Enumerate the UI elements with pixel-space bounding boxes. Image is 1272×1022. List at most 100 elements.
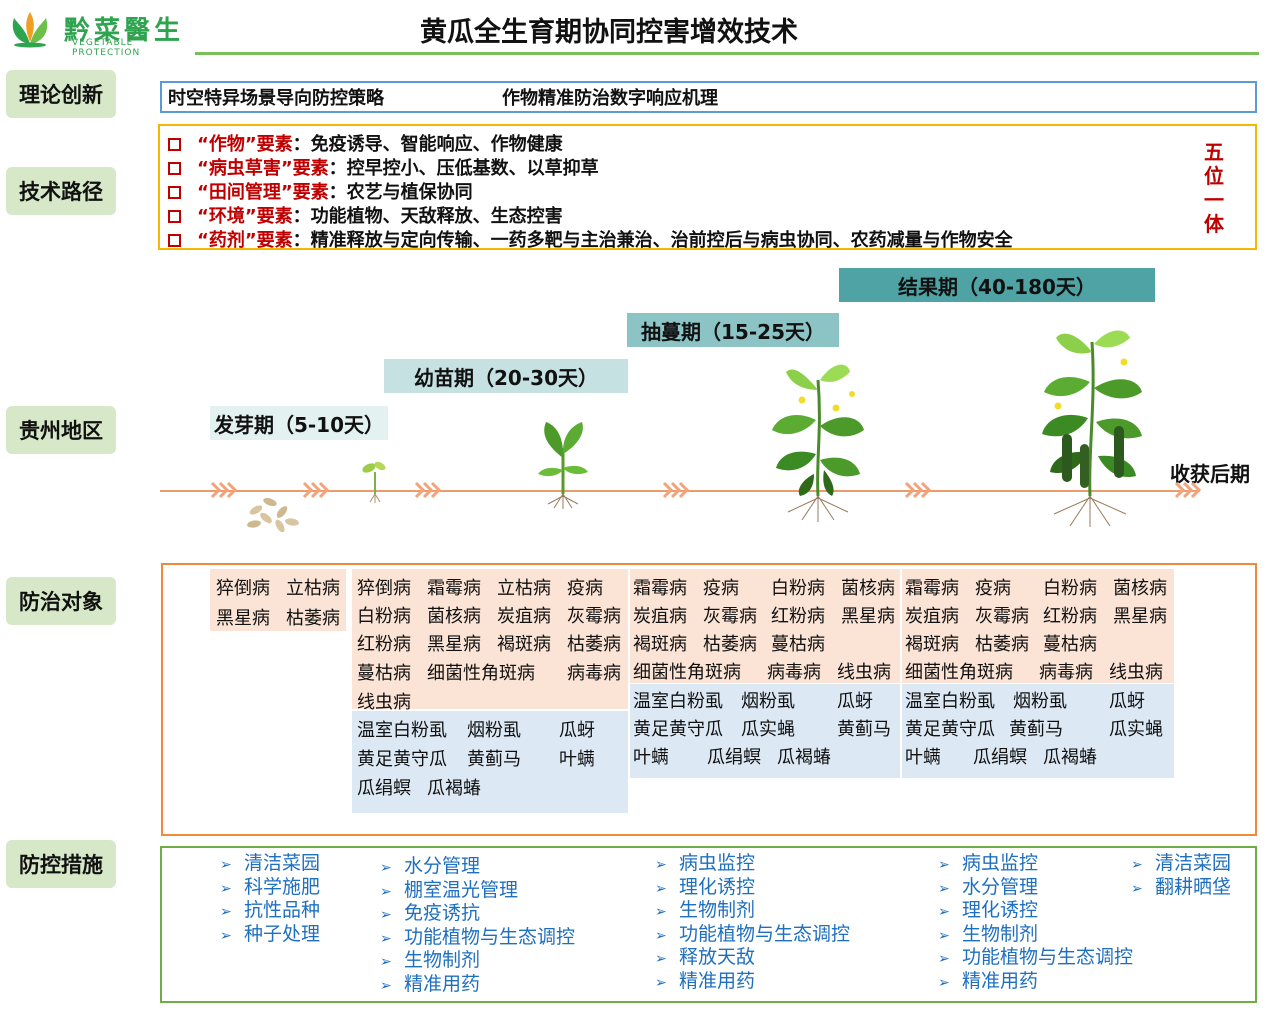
- disease-item: 灰霉病: [703, 606, 757, 627]
- tech-route-line: “作物”要素：免疫诱导、智能响应、作物健康: [168, 130, 563, 156]
- pest-item: 瓜绢螟: [357, 778, 411, 799]
- arrow-right-icon: ➢: [938, 857, 950, 873]
- arrow-right-icon: ➢: [1131, 857, 1143, 873]
- measures-post-harvest: ➢清洁菜园 ➢翻耕晒垡: [1131, 852, 1231, 899]
- fruiting-plant-icon: [1042, 330, 1142, 527]
- disease-item: 立枯病: [286, 578, 340, 599]
- section-label-targets: 防治对象: [6, 577, 116, 625]
- arrow-right-icon: ➢: [938, 880, 950, 897]
- section-label-theory: 理论创新: [6, 70, 116, 118]
- disease-item: 病毒病: [1039, 662, 1093, 683]
- measure-item: ➢生物制剂: [380, 949, 575, 973]
- disease-item: 白粉病: [771, 578, 825, 599]
- tech-route-line: “环境”要素：功能植物、天敌释放、生态控害: [168, 202, 563, 228]
- header-divider: [195, 52, 1259, 55]
- pest-item: 瓜蚜: [837, 691, 873, 712]
- disease-item: 疫病: [567, 578, 603, 599]
- measures-box: [160, 846, 1257, 1003]
- arrow-right-icon: ➢: [380, 977, 392, 994]
- pest-item: 叶螨: [633, 747, 669, 768]
- disease-item: 线虫病: [357, 692, 411, 713]
- disease-item: 疫病: [703, 578, 739, 599]
- disease-item: 灰霉病: [975, 606, 1029, 627]
- chevron-right-icon: [662, 481, 690, 499]
- measure-item: ➢翻耕晒垡: [1131, 876, 1231, 900]
- disease-item: 炭疽病: [497, 606, 551, 627]
- pest-item: 瓜实蝇: [741, 719, 795, 740]
- arrow-right-icon: ➢: [220, 927, 232, 944]
- measures-seedling: ➢水分管理 ➢棚室温光管理 ➢免疫诱抗 ➢功能植物与生态调控 ➢生物制剂 ➢精准…: [380, 855, 575, 996]
- measure-item: ➢水分管理: [380, 855, 575, 879]
- disease-item: 霜霉病: [633, 578, 687, 599]
- disease-item: 细菌性角斑病: [633, 662, 741, 683]
- measure-item: ➢精准用药: [938, 970, 1133, 994]
- pest-item: 叶螨: [905, 747, 941, 768]
- measure-item: ➢生物制剂: [655, 899, 850, 923]
- disease-item: 疫病: [975, 578, 1011, 599]
- disease-item: 枯萎病: [975, 634, 1029, 655]
- chevron-right-icon: [210, 481, 238, 499]
- tech-element-text: 控早控小、压低基数、以草抑草: [346, 158, 599, 179]
- tech-route-box: “作物”要素：免疫诱导、智能响应、作物健康 “病虫草害”要素：控早控小、压低基数…: [158, 124, 1257, 251]
- disease-item: 线虫病: [837, 662, 891, 683]
- arrow-right-icon: ➢: [1131, 880, 1143, 897]
- pest-item: 黄蓟马: [837, 719, 891, 740]
- disease-item: 炭疽病: [905, 606, 959, 627]
- brand-name: 黔菜醫生: [64, 16, 185, 46]
- disease-item: 菌核病: [427, 606, 481, 627]
- measure-item: ➢理化诱控: [938, 899, 1133, 923]
- arrow-right-icon: ➢: [655, 927, 667, 944]
- measure-item: ➢棚室温光管理: [380, 879, 575, 903]
- arrow-right-icon: ➢: [938, 904, 950, 920]
- disease-item: 枯萎病: [703, 634, 757, 655]
- disease-item: 褐斑病: [497, 634, 551, 655]
- arrow-right-icon: ➢: [655, 904, 667, 920]
- sprout-icon: [362, 461, 386, 503]
- arrow-right-icon: ➢: [380, 954, 392, 970]
- seedling-icon: [538, 422, 588, 509]
- checkbox-icon: [168, 186, 181, 199]
- disease-item: 黑星病: [841, 606, 895, 627]
- disease-item: 猝倒病: [357, 578, 411, 599]
- disease-item: 霜霉病: [905, 578, 959, 599]
- pest-item: 黄足黄守瓜: [905, 719, 995, 740]
- disease-item: 白粉病: [357, 606, 411, 627]
- checkbox-icon: [168, 138, 181, 151]
- checkbox-icon: [168, 210, 181, 223]
- tech-route-line: “病虫草害”要素：控早控小、压低基数、以草抑草: [168, 154, 599, 180]
- arrow-right-icon: ➢: [220, 857, 232, 873]
- tech-element-name: “病虫草害”要素: [197, 158, 329, 179]
- pest-panel-fruiting: [902, 684, 1174, 778]
- stage-germination: 发芽期（5-10天）: [210, 406, 388, 440]
- arrow-right-icon: ➢: [938, 974, 950, 991]
- disease-item: 褐斑病: [905, 634, 959, 655]
- disease-item: 细菌性角斑病: [427, 663, 535, 684]
- theory-item: 作物精准防治数字响应机理: [502, 88, 718, 109]
- measure-item: ➢科学施肥: [220, 876, 320, 900]
- pest-item: 烟粉虱: [467, 720, 521, 741]
- chevron-right-icon: [1174, 481, 1202, 499]
- tech-element-name: “作物”要素: [197, 134, 293, 155]
- pest-item: 瓜褐蝽: [1043, 747, 1097, 768]
- measure-item: ➢清洁菜园: [220, 852, 320, 876]
- disease-item: 灰霉病: [567, 606, 621, 627]
- disease-item: 猝倒病: [216, 578, 270, 599]
- theory-box: 时空特异场景导向防控策略 作物精准防治数字响应机理: [160, 81, 1257, 113]
- arrow-right-icon: ➢: [380, 907, 392, 923]
- pest-item: 黄蓟马: [1009, 719, 1063, 740]
- measure-item: ➢抗性品种: [220, 899, 320, 923]
- pest-item: 烟粉虱: [1013, 691, 1067, 712]
- pest-item: 黄足黄守瓜: [633, 719, 723, 740]
- disease-panel-vining: [630, 569, 900, 683]
- tech-element-text: 免疫诱导、智能响应、作物健康: [310, 134, 563, 155]
- pest-item: 温室白粉虱: [905, 691, 995, 712]
- tech-element-text: 功能植物、天敌释放、生态控害: [310, 206, 563, 227]
- pest-item: 温室白粉虱: [357, 720, 447, 741]
- section-label-tech: 技术路径: [6, 167, 116, 215]
- pest-panel-vining: [630, 684, 900, 778]
- measure-item: ➢免疫诱抗: [380, 902, 575, 926]
- measure-item: ➢病虫监控: [655, 852, 850, 876]
- pest-item: 瓜褐蝽: [427, 778, 481, 799]
- theory-item: 时空特异场景导向防控策略: [168, 88, 384, 109]
- pest-item: 黄足黄守瓜: [357, 749, 447, 770]
